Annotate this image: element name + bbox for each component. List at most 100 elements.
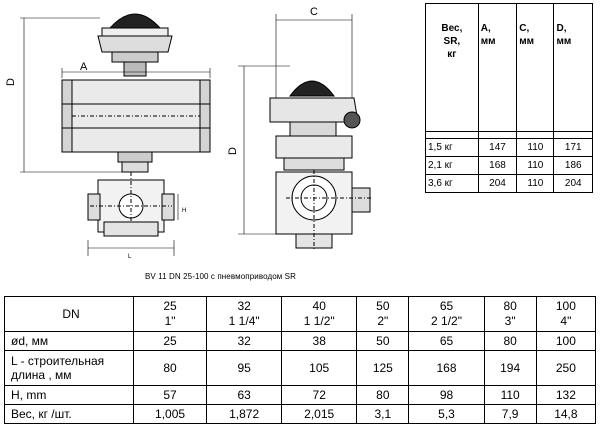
- table-cell: 1,005: [132, 404, 208, 424]
- ball-valve-body-right: [275, 170, 372, 250]
- pneumatic-actuator-right: [275, 135, 353, 171]
- table-cell: 250: [535, 350, 597, 386]
- position-indicator-right: [269, 80, 361, 137]
- spec-cell: 3,6 кг: [425, 174, 479, 193]
- spec-cell: 147: [477, 138, 518, 157]
- spec-cell: 186: [553, 156, 593, 175]
- spec-cell: 204: [553, 174, 593, 193]
- table-cell: 132: [535, 385, 597, 405]
- spec-header-a: A, мм: [477, 3, 518, 132]
- dn-inch: 2": [377, 314, 389, 328]
- table-row: ød, мм 25 32 38 50 65 80 100: [4, 331, 597, 351]
- dn-inch: 2 1/2": [431, 314, 462, 328]
- table-cell: 2,015: [281, 404, 358, 424]
- table-cell: 98: [408, 385, 485, 405]
- spec-row: 1,5 кг 147 110 171: [425, 138, 593, 157]
- dn-size: 50: [376, 299, 390, 313]
- spec-cell: 110: [516, 174, 555, 193]
- table-cell: 50: [356, 331, 410, 351]
- position-indicator-left: [97, 13, 173, 77]
- dn-size: 25: [163, 299, 177, 313]
- spec-spacer-cell: [516, 131, 555, 139]
- table-cell: 3,1: [356, 404, 410, 424]
- row-label: ød, мм: [4, 331, 134, 351]
- dn-size: 100: [555, 299, 576, 313]
- dn-size: 80: [503, 299, 517, 313]
- spec-cell: 171: [553, 138, 593, 157]
- spec-cell: 1,5 кг: [425, 138, 479, 157]
- dim-c-label: C: [310, 6, 318, 18]
- row-label: L - строительная длина , мм: [4, 350, 134, 386]
- table-cell: 110: [483, 385, 537, 405]
- table-cell: 105: [281, 350, 358, 386]
- table-cell: 95: [206, 350, 283, 386]
- dn-inch: 3": [504, 314, 516, 328]
- dn-label: DN: [4, 296, 134, 332]
- table-cell: 1,872: [206, 404, 283, 424]
- ball-valve-body-left: [87, 172, 175, 237]
- table-cell: 80: [483, 331, 537, 351]
- dn-size: 32: [237, 299, 251, 313]
- table-cell: 7,9: [483, 404, 537, 424]
- table-cell: 72: [281, 385, 358, 405]
- valve-technical-drawing: A C D D H L: [5, 6, 372, 260]
- table-row: H, mm 57 63 72 80 98 110 132: [4, 385, 597, 405]
- pneumatic-actuator-left: [61, 79, 211, 173]
- row-label: Вес, кг /шт.: [4, 404, 134, 424]
- spec-cell: 204: [477, 174, 518, 193]
- spec-spacer-cell: [477, 131, 518, 139]
- spec-row: 2,1 кг 168 110 186: [425, 156, 593, 175]
- table-cell: 5,3: [408, 404, 485, 424]
- table-cell: 80: [132, 350, 208, 386]
- table-cell: 14,8: [535, 404, 597, 424]
- table-cell: 57: [132, 385, 208, 405]
- spec-cell: 110: [516, 138, 555, 157]
- dn-inch: 1 1/4": [228, 314, 260, 328]
- spec-header-weight: Вес, SR, кг: [425, 3, 479, 132]
- table-cell: 100: [535, 331, 597, 351]
- table-cell: 125: [356, 350, 410, 386]
- spec-header-c: C, мм: [516, 3, 555, 132]
- dn-size: 65: [439, 299, 454, 313]
- dn-inch: 4": [560, 314, 572, 328]
- spec-spacer-cell: [553, 131, 593, 139]
- spec-cell: 168: [477, 156, 518, 175]
- table-row: Вес, кг /шт. 1,005 1,872 2,015 3,1 5,3 7…: [4, 404, 597, 424]
- table-cell: 65: [408, 331, 485, 351]
- spec-cell: 2,1 кг: [425, 156, 479, 175]
- dim-a-label: A: [80, 61, 88, 73]
- dn-size: 40: [312, 299, 326, 313]
- dim-h-label: H: [182, 208, 186, 214]
- dim-d-left-label: D: [5, 78, 17, 86]
- spec-header-row: Вес, SR, кг A, мм C, мм D, мм: [425, 3, 593, 132]
- drawing-caption: BV 11 DN 25-100 с пневмоприводом SR: [145, 272, 296, 281]
- table-cell: 63: [206, 385, 283, 405]
- dn-inch: 1": [164, 314, 176, 328]
- spec-spacer-row: [425, 131, 593, 139]
- dn-inch: 1 1/2": [303, 314, 335, 328]
- table-cell: 168: [408, 350, 485, 386]
- row-label: H, mm: [4, 385, 134, 405]
- table-cell: 194: [483, 350, 537, 386]
- dim-d-right-label: D: [227, 147, 239, 155]
- table-cell: 32: [206, 331, 283, 351]
- spec-cell: 110: [516, 156, 555, 175]
- spec-header-d: D, мм: [553, 3, 593, 132]
- table-cell: 38: [281, 331, 358, 351]
- spec-spacer-cell: [425, 131, 479, 139]
- dim-l-label: L: [128, 254, 132, 260]
- spec-row: 3,6 кг 204 110 204: [425, 174, 593, 193]
- table-row: L - строительная длина , мм 80 95 105 12…: [4, 350, 597, 386]
- table-cell: 25: [132, 331, 208, 351]
- table-cell: 80: [356, 385, 410, 405]
- actuator-spec-table: Вес, SR, кг A, мм C, мм D, мм 1,5 кг 147…: [425, 3, 593, 193]
